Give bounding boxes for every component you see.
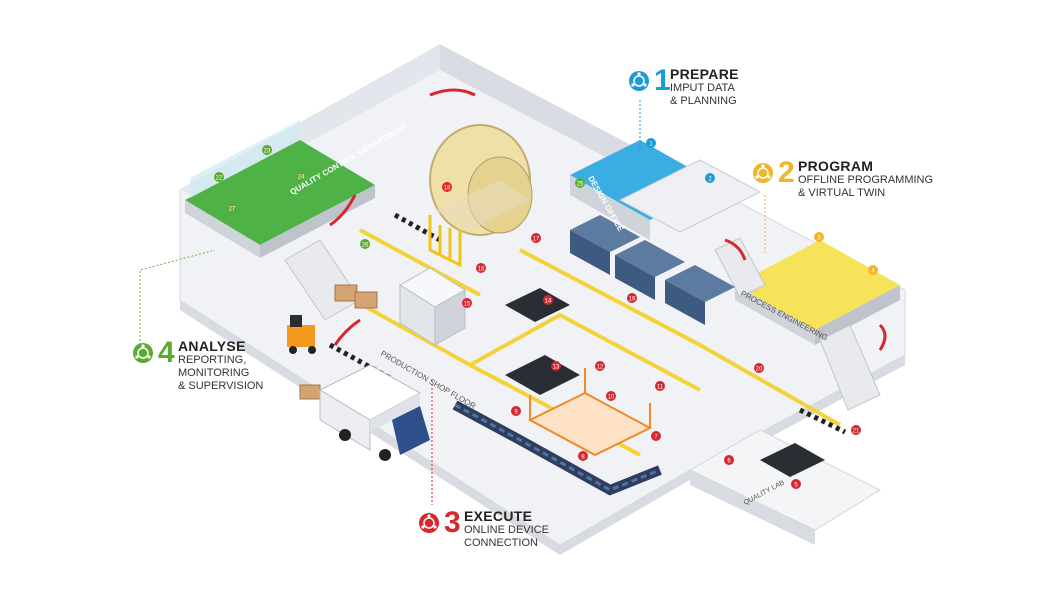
marker-9 (511, 406, 521, 416)
step-line: IMPUT DATA (670, 82, 735, 94)
marker-label-21: 21 (853, 429, 860, 435)
marker-13 (551, 361, 561, 371)
marker-23 (262, 145, 272, 155)
marker-label-7: 7 (654, 435, 658, 441)
marker-15 (462, 298, 472, 308)
step-line: & VIRTUAL TWIN (798, 187, 886, 199)
marker-20 (754, 363, 764, 373)
marker-label-13: 13 (553, 365, 560, 371)
marker-label-24: 24 (298, 175, 305, 181)
network-globe-icon (629, 71, 649, 91)
pallet-boxes (299, 284, 378, 400)
quality-control-floor (185, 140, 375, 245)
marker-label-10: 10 (608, 395, 615, 401)
fuselage-section (429, 124, 533, 236)
cmm-machines (505, 288, 825, 477)
step-title: ANALYSE (178, 338, 246, 354)
step-title: PREPARE (670, 66, 739, 82)
quality-control-wall (185, 200, 260, 258)
conveyor-belt (452, 400, 662, 496)
marker-label-25: 25 (577, 182, 584, 188)
marker-label-2: 2 (708, 177, 712, 183)
step-line: CONNECTION (464, 537, 538, 549)
marker-8 (578, 451, 588, 461)
marker-2 (705, 173, 715, 183)
marker-5 (791, 479, 801, 489)
step-line: REPORTING, (178, 354, 247, 366)
marker-1 (646, 138, 656, 148)
process-engineering-wall (735, 285, 815, 345)
marker-19 (627, 293, 637, 303)
marker-label-27: 27 (229, 207, 236, 213)
marker-6 (724, 455, 734, 465)
marker-4 (868, 265, 878, 275)
network-globe-icon (133, 343, 153, 363)
step-line: ONLINE DEVICE (464, 524, 549, 536)
quality-lab-base (690, 470, 815, 545)
marker-label-4: 4 (871, 269, 875, 275)
back-wall-right (440, 45, 640, 175)
machining-center (399, 267, 466, 346)
marker-25 (575, 178, 585, 188)
marker-label-19: 19 (629, 297, 636, 303)
marker-label-5: 5 (794, 483, 798, 489)
step-number: 2 (778, 156, 795, 189)
leader-lines (139, 249, 216, 345)
marker-24 (296, 171, 306, 181)
marker-10 (606, 391, 616, 401)
forklift (287, 315, 316, 354)
step-title: PROGRAM (798, 158, 874, 174)
marker-label-20: 20 (756, 367, 763, 373)
marker-16 (476, 263, 486, 273)
marker-label-22: 22 (216, 176, 223, 182)
design-office-raised (618, 159, 762, 233)
cnc-machines (570, 215, 735, 325)
quality-control-wall-right (260, 185, 375, 258)
step-number: 1 (654, 64, 671, 97)
delivery-truck (318, 364, 430, 461)
marker-21 (851, 425, 861, 435)
network-globe-icon (753, 163, 773, 183)
step-title: EXECUTE (464, 508, 533, 524)
marker-label-18: 18 (444, 186, 451, 192)
marker-label-9: 9 (514, 410, 518, 416)
process-engineering-floor (735, 240, 900, 330)
marker-18 (442, 182, 452, 192)
marker-27 (227, 203, 237, 213)
step-number: 3 (444, 506, 461, 539)
robot-cell (527, 368, 653, 457)
marker-11 (655, 381, 665, 391)
marker-17 (531, 233, 541, 243)
marker-label-12: 12 (597, 365, 604, 371)
marker-label-1: 1 (649, 142, 653, 148)
marker-label-26: 26 (362, 243, 369, 249)
marker-label-3: 3 (817, 236, 821, 242)
flow-arrows (329, 88, 887, 351)
marker-label-23: 23 (264, 149, 271, 155)
marker-12 (595, 361, 605, 371)
marker-26 (360, 239, 370, 249)
step-line: & SUPERVISION (178, 380, 264, 392)
step-line: MONITORING (178, 367, 250, 379)
numbered-markers: 1234567891011121314151617181920212223242… (214, 138, 878, 489)
marker-label-16: 16 (478, 267, 485, 273)
marker-label-17: 17 (533, 237, 540, 243)
marker-label-6: 6 (727, 459, 731, 465)
step-line: OFFLINE PROGRAMMING (798, 174, 934, 186)
step-line: & PLANNING (670, 95, 737, 107)
marker-label-15: 15 (464, 302, 471, 308)
marker-label-8: 8 (581, 455, 585, 461)
process-engineering-wall-right (815, 285, 900, 345)
marker-label-14: 14 (545, 299, 552, 305)
marker-7 (651, 431, 661, 441)
yellow-scaffold (428, 215, 462, 268)
design-office-support (570, 175, 650, 240)
network-globe-icon (419, 513, 439, 533)
marker-22 (214, 172, 224, 182)
step-number: 4 (158, 336, 175, 369)
marker-3 (814, 232, 824, 242)
marker-label-11: 11 (657, 385, 664, 391)
marker-14 (543, 295, 553, 305)
